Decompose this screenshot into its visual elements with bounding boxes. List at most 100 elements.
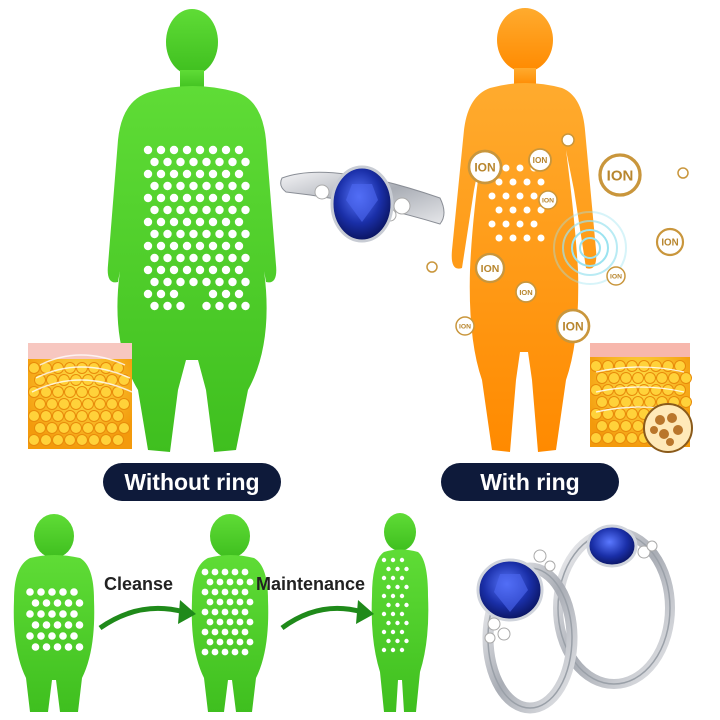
maintenance-label: Maintenance — [256, 574, 366, 594]
fat-cell — [94, 374, 106, 386]
fat-cell — [76, 362, 88, 374]
fat-dot — [228, 253, 237, 263]
fat-dot — [509, 178, 517, 186]
fat-dot — [488, 220, 496, 228]
fat-cell — [52, 386, 64, 398]
fat-dot — [226, 598, 234, 606]
fat-cell — [106, 374, 118, 386]
fat-cell — [70, 422, 82, 434]
fat-cell — [650, 384, 662, 396]
svg-text:ION: ION — [459, 324, 471, 331]
fat-cell — [680, 372, 692, 384]
fat-dot — [64, 643, 73, 651]
fat-cell — [632, 396, 644, 408]
fat-dot — [206, 638, 214, 646]
fat-dot — [215, 301, 224, 311]
fat-dot — [150, 229, 159, 239]
fat-dot — [216, 638, 224, 646]
fat-dot — [241, 301, 250, 311]
fat-cell — [596, 420, 608, 432]
fat-dot — [156, 145, 166, 155]
fat-cell — [106, 422, 118, 434]
fat-dot — [495, 178, 503, 186]
fat-dot — [182, 217, 192, 227]
fat-dot — [241, 277, 250, 287]
fat-dot — [381, 557, 387, 563]
fat-dot — [211, 608, 219, 616]
fat-dot — [176, 229, 185, 239]
fat-dot — [226, 578, 234, 586]
fat-dot — [156, 265, 166, 275]
fat-dot — [208, 145, 218, 155]
fat-dot — [150, 277, 159, 287]
fat-dot — [516, 164, 524, 172]
fat-cell — [632, 372, 644, 384]
fat-cell — [82, 398, 94, 410]
fat-dot — [211, 648, 219, 656]
fat-dot — [231, 648, 239, 656]
fat-dot — [53, 643, 62, 651]
fat-cell — [76, 386, 88, 398]
fat-dot — [537, 234, 545, 242]
fat-dot — [216, 578, 224, 586]
fat-dot — [202, 205, 211, 215]
fat-dot — [241, 628, 249, 636]
fat-dot — [228, 181, 237, 191]
fat-dot — [53, 599, 62, 607]
fat-dot — [386, 566, 391, 572]
fat-dot — [234, 217, 244, 227]
fat-dot — [215, 253, 224, 263]
fat-dot — [399, 629, 405, 635]
fat-dot — [182, 193, 192, 203]
fat-cell — [112, 410, 124, 422]
fat-cell — [614, 432, 626, 444]
fat-cell — [668, 372, 680, 384]
fat-dot — [241, 181, 250, 191]
fat-dot — [228, 229, 237, 239]
fat-dot — [390, 575, 396, 581]
fat-cell — [34, 422, 46, 434]
fat-dot — [241, 205, 250, 215]
svg-text:ION: ION — [542, 198, 554, 205]
fat-cell — [620, 372, 632, 384]
fat-dot — [231, 588, 239, 596]
fat-cell — [88, 410, 100, 422]
fat-dot — [195, 169, 205, 179]
fat-dot — [241, 648, 249, 656]
fat-dot — [530, 192, 538, 200]
fat-dot — [31, 621, 40, 629]
fat-cell — [590, 384, 602, 396]
fat-dot — [202, 253, 211, 263]
fat-dot — [70, 610, 78, 618]
ion-bubble-icon: ION — [606, 266, 626, 286]
ion-bubble-icon: ION — [455, 316, 475, 336]
fat-cell — [596, 372, 608, 384]
fat-dot — [26, 610, 34, 618]
fat-dot — [386, 620, 391, 626]
fat-dot — [211, 628, 219, 636]
ion-bubble-icon: ION — [528, 148, 552, 172]
fat-dot — [70, 632, 78, 640]
fat-dot — [395, 620, 400, 626]
fat-cell — [118, 422, 130, 434]
fat-dot — [202, 277, 211, 287]
fat-dot — [59, 588, 67, 596]
fat-dot — [381, 647, 387, 653]
fat-dot — [143, 265, 153, 275]
fat-dot — [228, 205, 237, 215]
fat-dot — [31, 599, 40, 607]
fat-dot — [234, 145, 244, 155]
fat-dot — [42, 621, 51, 629]
fat-dot — [195, 145, 205, 155]
fat-cell — [76, 410, 88, 422]
fat-dot — [176, 301, 185, 311]
fat-dot — [523, 178, 531, 186]
fat-cell — [620, 396, 632, 408]
fat-dot — [156, 217, 166, 227]
svg-text:ION: ION — [474, 160, 495, 174]
fat-dot — [502, 192, 510, 200]
fat-dot — [208, 193, 218, 203]
fat-dot — [399, 593, 405, 599]
